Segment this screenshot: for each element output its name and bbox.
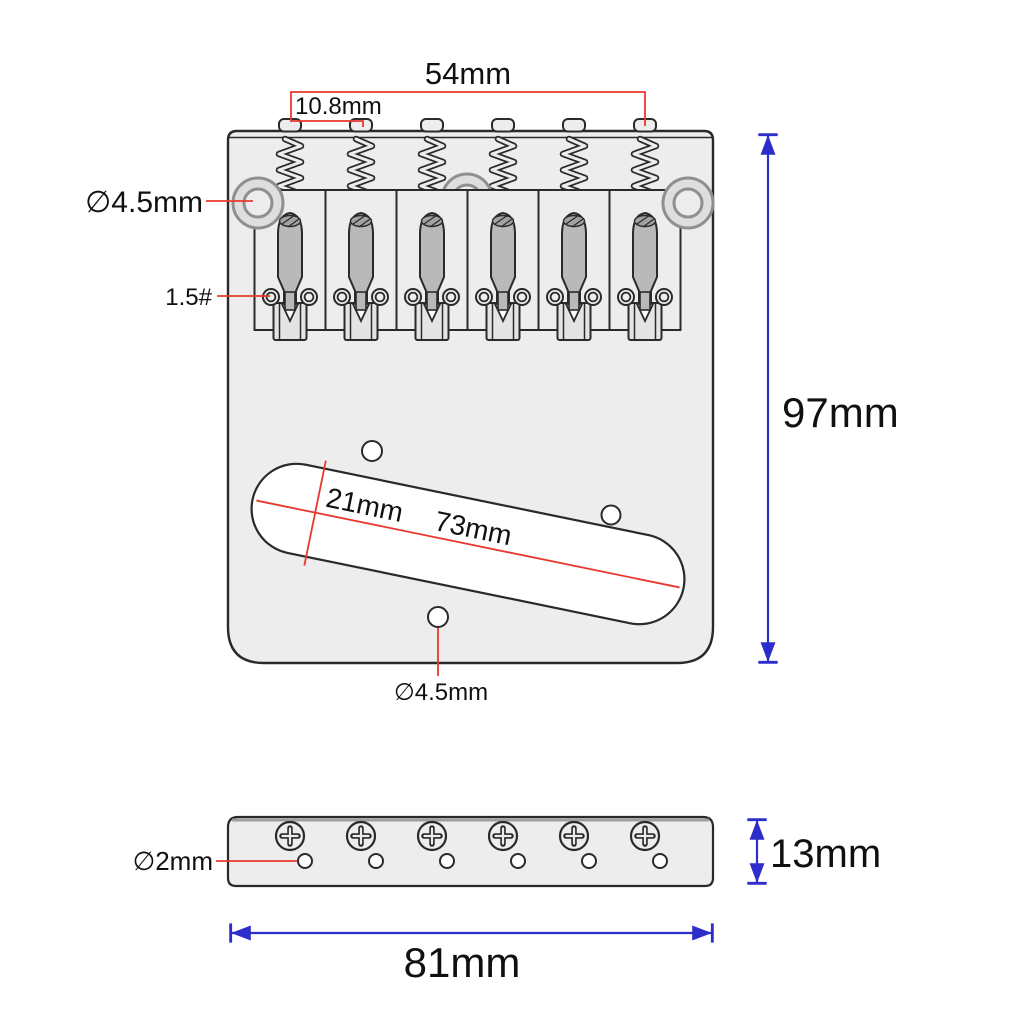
intonation-screw-head [420,118,444,133]
dim-10-8-bracket [291,120,364,127]
dim-54-bracket [290,91,646,126]
saddle-screw-hole-inner [620,291,632,303]
saddle [466,189,540,341]
string-hole [297,853,313,869]
plate-screw-hole-top [361,440,383,462]
dim-97-label: 97mm [782,389,899,436]
side-screw-and-hole [629,820,668,869]
string-hole [581,853,597,869]
screw-stem [568,291,580,311]
side-view-screws [274,820,668,869]
pickup-cavity: 21mm 73mm [250,460,686,626]
screw-knurled-cap [420,214,444,228]
phillips-cross-slot [494,827,512,845]
saddle-screw-hole-inner [478,291,490,303]
dim-10-8-label: 10.8mm [295,93,382,120]
intonation-screw-head [349,118,373,133]
string-hole [510,853,526,869]
screw-knurled-cap [491,214,515,228]
saddle-screw-hole-inner [374,291,386,303]
dim-54-label: 54mm [425,56,511,91]
saddle-screw-hole-inner [407,291,419,303]
string-hole-dia-label: ∅2mm [133,846,213,876]
phillips-cross-slot [281,827,299,845]
roller-flange-lines [420,303,444,340]
screw-knurled-cap [633,214,657,228]
cap-hatch-lines [352,214,371,228]
roller-flange-lines [633,303,657,340]
screw-stem [639,291,651,311]
mounting-hole-right [661,176,715,230]
roller-flange-lines [562,303,586,340]
roller-flange-lines [491,303,515,340]
cap-hatch-lines [636,214,655,228]
side-view: ∅2mm 13mm 81mm [133,815,881,986]
side-screw-and-hole [345,820,384,869]
string-hole [368,853,384,869]
saddle-screw-hole-inner [336,291,348,303]
cap-hatch-lines [494,214,513,228]
mounting-ring-hole [672,187,704,219]
side-screw-and-hole [487,820,526,869]
plate-screw-hole-right [600,504,622,526]
roller-flange-lines [278,303,302,340]
bottom-hole-dia-label: ∅4.5mm [394,679,488,706]
mounting-ring-hole [242,187,274,219]
screw-stem [355,291,367,311]
saddle-screw-hole-inner [303,291,315,303]
side-screw-and-hole [416,820,455,869]
dim-81-label: 81mm [404,939,521,986]
screw-stem [497,291,509,311]
side-screw-and-hole [274,820,313,869]
saddle-assemblies [253,189,682,341]
cap-hatch-lines [565,214,584,228]
saddle-screw-hole-inner [265,291,277,303]
string-hole [439,853,455,869]
intonation-screw-heads [278,118,657,133]
phillips-cross-slot [352,827,370,845]
saddle-screw-hole-inner [549,291,561,303]
saddle-screw-label: 1.5# [165,284,212,311]
intonation-screw-head [562,118,586,133]
intonation-screw-head [278,118,302,133]
cavity-length-line [256,499,680,589]
screw-knurled-cap [278,214,302,228]
phillips-cross-slot [565,827,583,845]
saddle-screw-hole-inner [445,291,457,303]
saddle [324,189,398,341]
side-screw-and-hole [558,820,597,869]
screw-knurled-cap [349,214,373,228]
saddle [537,189,611,341]
screw-knurled-cap [562,214,586,228]
screw-stem [426,291,438,311]
cap-hatch-lines [423,214,442,228]
phillips-cross-slot [423,827,441,845]
phillips-cross-slot [636,827,654,845]
top-view: 21mm 73mm 54mm 10.8mm ∅4.5mm 1.5# ∅4.5mm… [85,56,899,706]
plate-screw-hole-bottom [427,606,449,628]
screw-stem [284,291,296,311]
cavity-width-line [303,460,327,566]
saddle-screw-hole-inner [587,291,599,303]
red-dimension-lines [206,91,646,676]
mounting-hole-left [231,176,285,230]
cap-hatch-lines [281,214,300,228]
saddle-screw-hole-inner [516,291,528,303]
saddle [395,189,469,341]
roller-flange-lines [349,303,373,340]
intonation-screw-head [491,118,515,133]
dim-13-label: 13mm [770,832,881,876]
string-hole [652,853,668,869]
saddle-screw-hole-inner [658,291,670,303]
mount-hole-dia-label: ∅4.5mm [85,186,203,219]
